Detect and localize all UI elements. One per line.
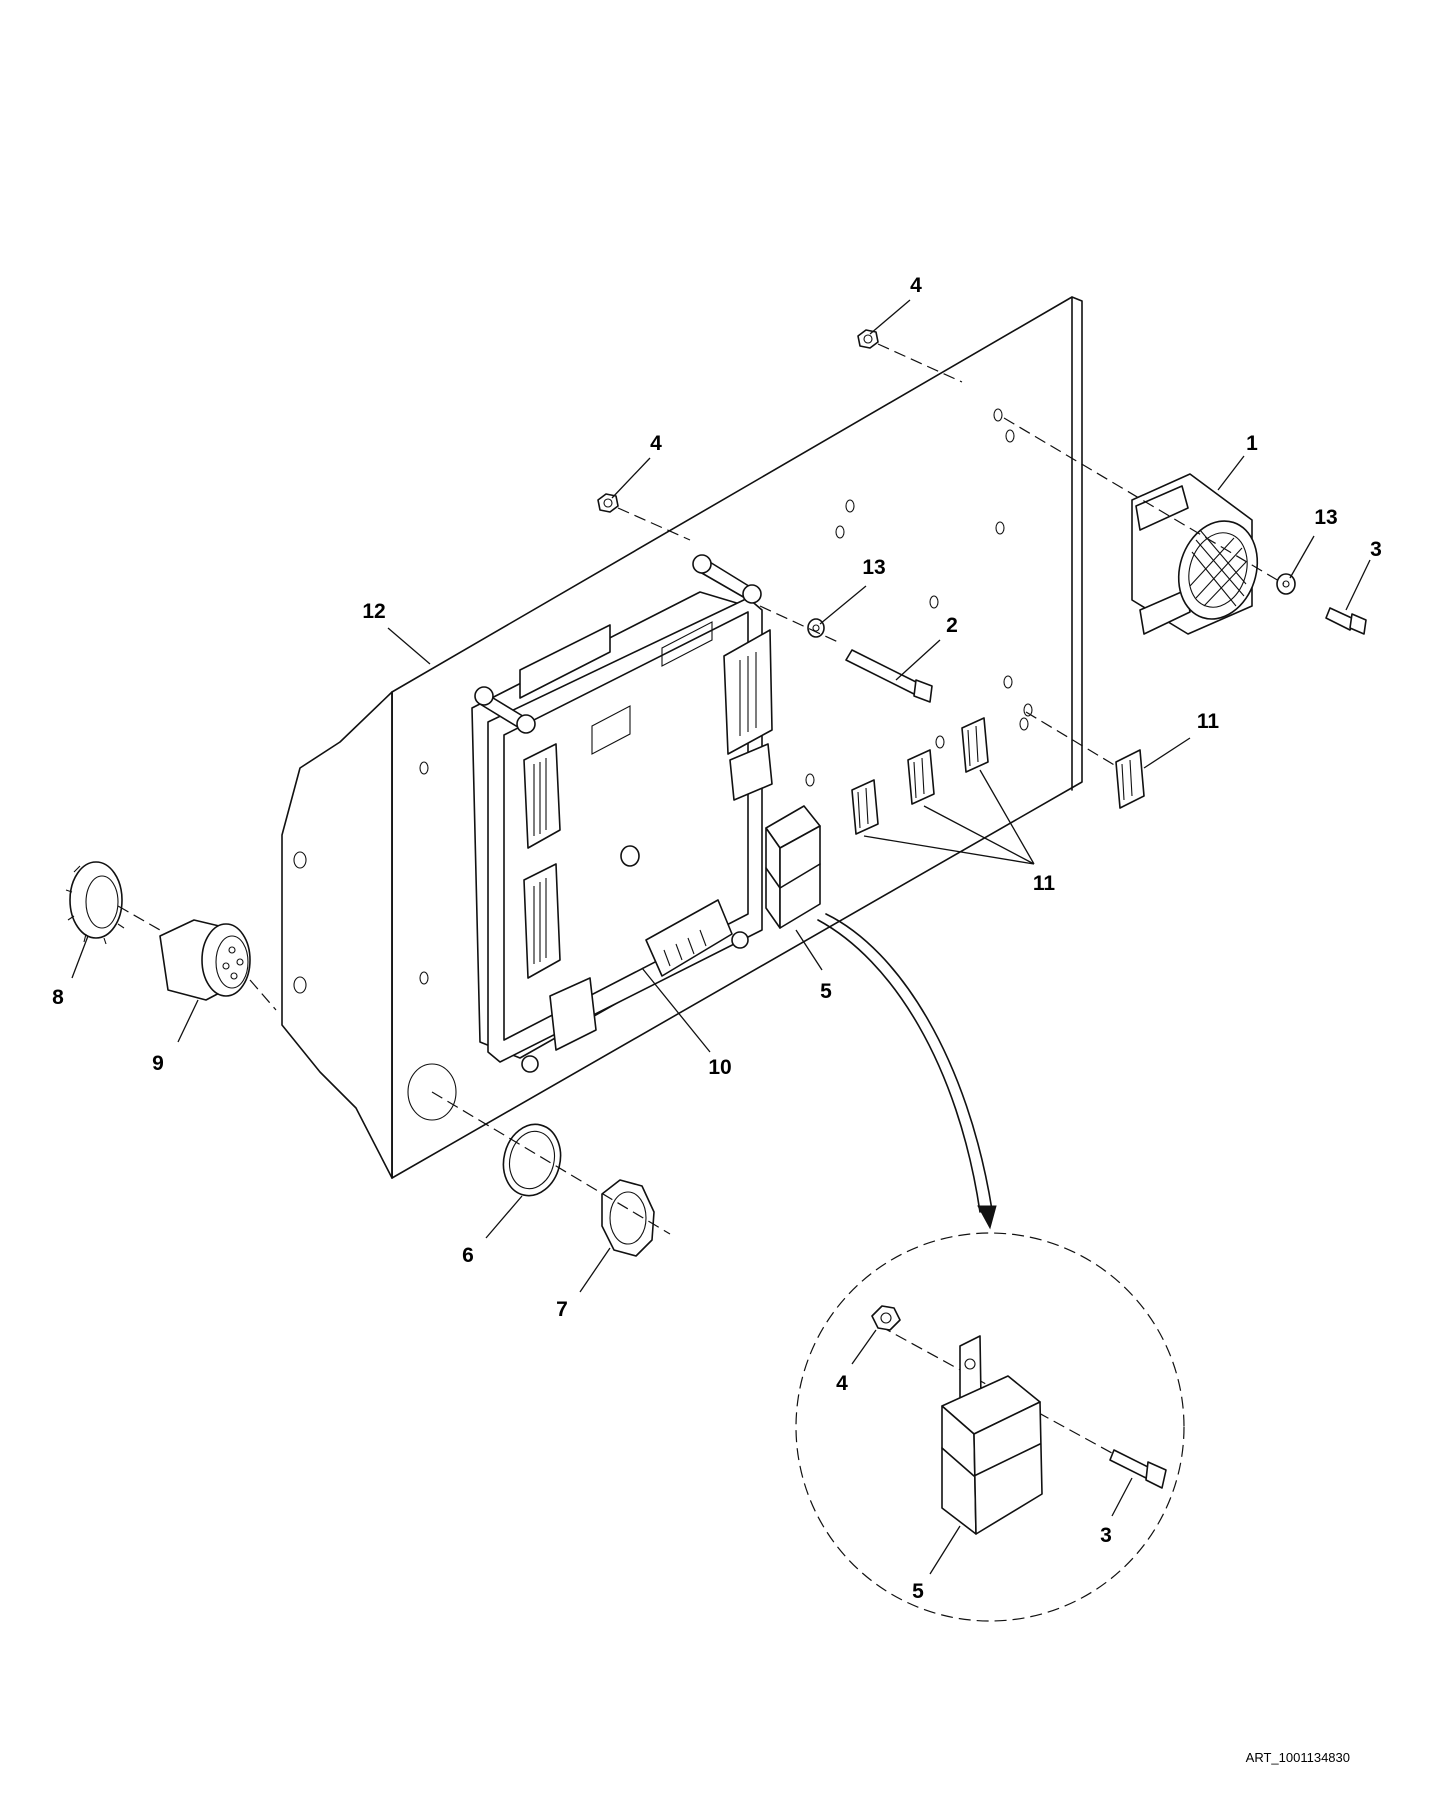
detail-nut <box>871 1305 901 1331</box>
washer-mid <box>807 618 825 638</box>
nut-top <box>857 329 879 349</box>
callout-2: 2 <box>946 614 958 637</box>
module-connector-c <box>723 629 773 755</box>
callout-9: 9 <box>152 1052 164 1075</box>
detail-arrow <box>817 913 997 1230</box>
callout-12: 12 <box>362 600 385 623</box>
module-connector-b <box>523 863 561 979</box>
callout-10: 10 <box>708 1056 731 1079</box>
module-connector-a <box>523 743 561 849</box>
relay-on-plate <box>765 805 821 929</box>
module-connector-e <box>645 899 733 977</box>
callout-7: 7 <box>556 1298 568 1321</box>
callout-11-right: 11 <box>1197 710 1220 733</box>
bulkhead-connector <box>159 919 251 1001</box>
bolt-long <box>845 649 933 703</box>
callout-4-detail: 4 <box>836 1372 848 1395</box>
callout-6: 6 <box>462 1244 474 1267</box>
connector-clips <box>851 717 1145 835</box>
callout-5-detail: 5 <box>912 1580 924 1603</box>
module-connector-f <box>549 977 597 1051</box>
art-id: ART_1001134830 <box>1246 1750 1350 1765</box>
callout-labels: 1 2 3 3 4 4 4 5 5 6 7 8 9 10 11 11 12 13… <box>52 274 1382 1603</box>
callout-3-top: 3 <box>1370 538 1382 561</box>
callout-13-mid: 13 <box>862 556 885 579</box>
callout-1: 1 <box>1246 432 1258 455</box>
panel-nut <box>601 1179 655 1257</box>
detail-bolt <box>1109 1449 1167 1489</box>
bolt-short-right <box>1325 607 1367 635</box>
detail-view <box>795 1232 1185 1622</box>
washer-right <box>1276 573 1296 595</box>
callout-4-upper-left: 4 <box>650 432 662 455</box>
detail-relay <box>941 1335 1043 1535</box>
callout-8: 8 <box>52 986 64 1009</box>
callout-leaders <box>71 299 1371 1575</box>
callout-5-plate: 5 <box>820 980 832 1003</box>
gasket <box>502 1123 562 1197</box>
assembly-axes <box>117 343 1285 1465</box>
control-module <box>471 554 773 1073</box>
retaining-ring <box>65 861 125 945</box>
nut-upper-left <box>597 493 619 513</box>
callout-11-group: 11 <box>1033 872 1056 895</box>
module-connector-d <box>729 743 773 801</box>
callout-4-top: 4 <box>910 274 922 297</box>
alarm-beeper <box>1131 473 1259 635</box>
callout-13-right: 13 <box>1314 506 1337 529</box>
callout-3-detail: 3 <box>1100 1524 1112 1547</box>
